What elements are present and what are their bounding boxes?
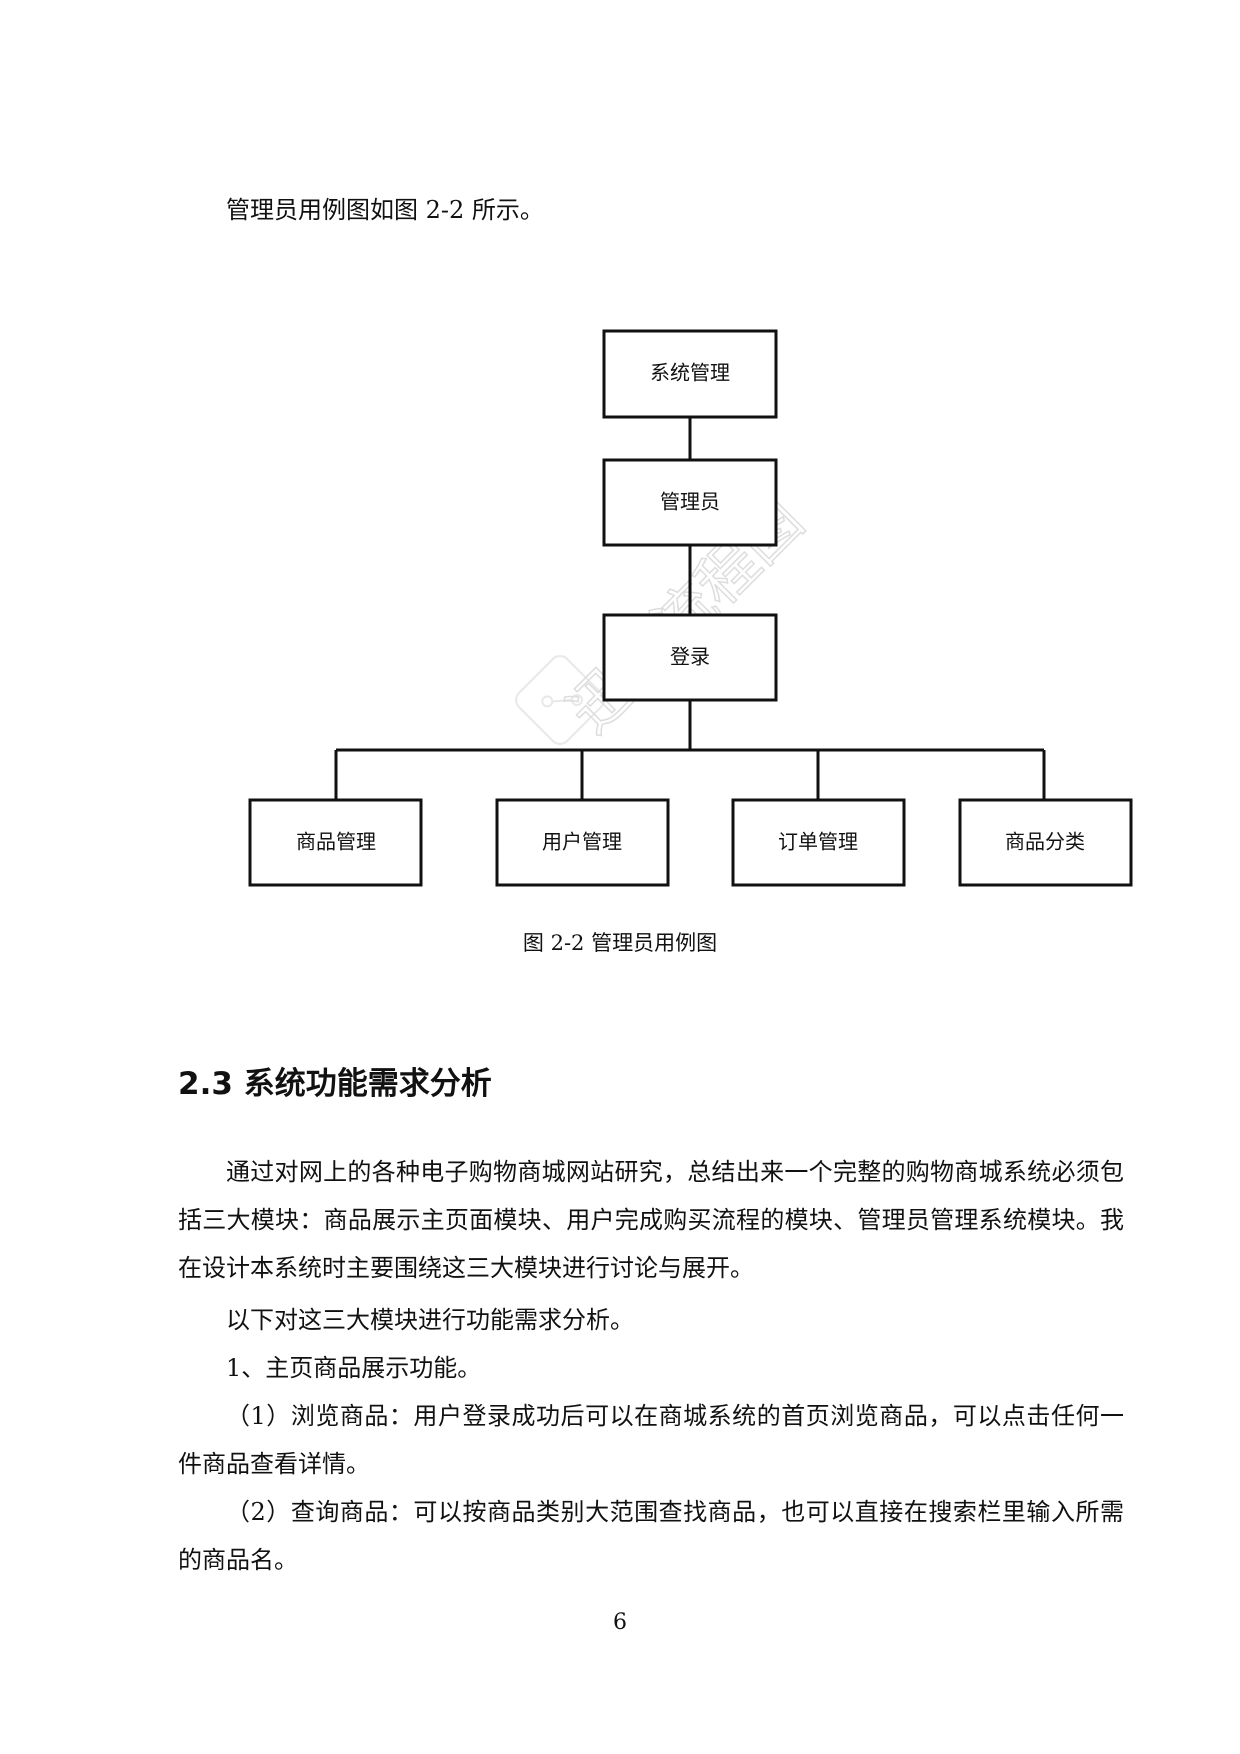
node-order-management: 订单管理 [731,798,906,887]
body-paragraph-1: 通过对网上的各种电子购物商城网站研究，总结出来一个完整的购物商城系统必须包括三大… [178,1158,1124,1282]
node-product-management-label: 商品管理 [296,830,376,854]
body-paragraph-5: （2）查询商品：可以按商品类别大范围查找商品，也可以直接在搜索栏里输入所需的商品… [178,1498,1124,1574]
node-product-category-label: 商品分类 [1005,830,1085,854]
section-heading: 2.3 系统功能需求分析 [178,1066,492,1102]
watermark-logo [515,655,605,745]
node-user-management: 用户管理 [495,798,670,887]
node-administrator-label: 管理员 [660,490,720,514]
node-product-category: 商品分类 [958,798,1133,887]
node-system-management: 系统管理 [602,329,778,419]
node-order-management-label: 订单管理 [778,830,858,854]
node-administrator: 管理员 [602,458,778,547]
page-number: 6 [613,1610,627,1635]
node-user-management-label: 用户管理 [542,830,622,854]
node-login: 登录 [602,613,778,702]
intro-paragraph: 管理员用例图如图 2-2 所示。 [226,196,544,224]
node-login-label: 登录 [670,645,710,669]
figure-caption: 图 2-2 管理员用例图 [522,931,718,955]
body-paragraph-2: 以下对这三大模块进行功能需求分析。 [226,1306,634,1334]
node-product-management: 商品管理 [248,798,423,887]
admin-use-case-diagram: 迅捷流程图 系统管理 管理员 登录 商品管理 用户管理 订单管理 商品分类 [248,329,1133,887]
body-paragraph-4: （1）浏览商品：用户登录成功后可以在商城系统的首页浏览商品，可以点击任何一件商品… [178,1402,1124,1478]
node-system-management-label: 系统管理 [650,361,730,385]
body-paragraph-3: 1、主页商品展示功能。 [226,1354,482,1382]
